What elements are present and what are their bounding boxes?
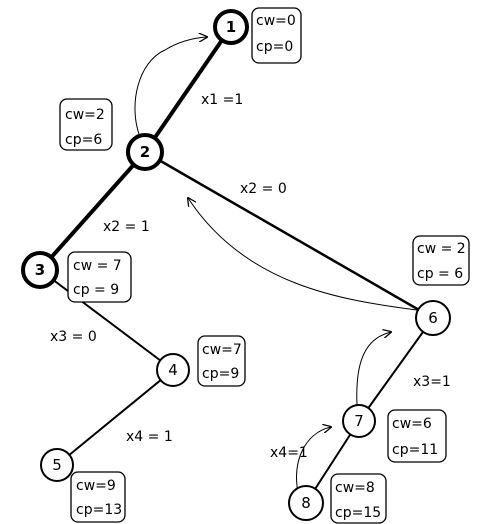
edge-1-2	[143, 25, 233, 154]
cw-value: cw=9	[76, 478, 116, 494]
state-box-node-7: cw=6 cp=11	[387, 409, 447, 463]
edge-label-2-6: x2 = 0	[240, 181, 287, 197]
cp-value: cp=15	[335, 505, 381, 521]
cp-value: cp=11	[392, 442, 438, 458]
node-label-2: 2	[140, 143, 150, 161]
edge-label-1-2: x1 =1	[201, 92, 243, 108]
node-2: 2	[126, 133, 164, 171]
node-label-3: 3	[35, 261, 45, 279]
state-box-node-5: cw=9 cp=13	[70, 471, 126, 523]
node-label-7: 7	[354, 412, 364, 430]
node-6: 6	[415, 300, 451, 336]
state-box-node-6: cw = 2 cp = 6	[412, 235, 470, 286]
state-box-node-4: cw=7 cp=9	[197, 335, 246, 387]
node-label-4: 4	[168, 361, 178, 379]
node-8: 8	[288, 485, 324, 521]
cw-value: cw=7	[202, 342, 242, 358]
state-box-node-3: cw = 7 cp = 9	[67, 251, 132, 303]
cp-value: cp=0	[256, 39, 293, 55]
node-3: 3	[21, 251, 59, 289]
edge-4-5	[56, 369, 174, 466]
node-label-5: 5	[52, 456, 62, 474]
cp-value: cp=9	[202, 366, 239, 382]
edge-2-6	[144, 150, 434, 320]
backtrack-arrow-2-to-1	[134, 37, 207, 138]
state-box-node-1: cw=0 cp=0	[251, 7, 302, 64]
backtrack-arrow-7-to-6	[356, 332, 391, 406]
state-box-node-2: cw=2 cp=6	[59, 98, 113, 151]
cp-value: cp=6	[65, 132, 102, 148]
cw-value: cw=6	[392, 416, 432, 432]
cp-value: cp=13	[76, 502, 122, 518]
cp-value: cp = 9	[73, 282, 119, 298]
node-label-1: 1	[226, 18, 236, 36]
cw-value: cw=0	[256, 13, 296, 29]
node-4: 4	[156, 353, 190, 387]
backtrack-arrow-6-to-2	[188, 198, 418, 311]
edge-6-7	[358, 317, 434, 422]
node-7: 7	[342, 404, 376, 438]
cw-value: cw=8	[335, 480, 375, 496]
cp-value: cp = 6	[417, 266, 463, 282]
edge-label-3-4: x3 = 0	[50, 329, 97, 345]
edge-3-4	[39, 269, 174, 371]
edge-2-3	[38, 150, 147, 272]
backtrack-arrow-8-to-7	[296, 427, 331, 493]
node-1: 1	[213, 9, 249, 45]
cw-value: cw = 7	[73, 258, 122, 274]
node-label-6: 6	[428, 309, 438, 327]
cw-value: cw = 2	[417, 241, 466, 257]
node-label-8: 8	[301, 494, 311, 512]
edge-label-2-3: x2 = 1	[103, 219, 150, 235]
node-5: 5	[40, 448, 74, 482]
edge-label-7-8: x4=1	[270, 445, 308, 461]
state-box-node-8: cw=8 cp=15	[330, 473, 387, 524]
cw-value: cw=2	[65, 107, 105, 123]
edge-label-4-5: x4 = 1	[126, 429, 173, 445]
edge-label-6-7: x3=1	[413, 374, 451, 390]
